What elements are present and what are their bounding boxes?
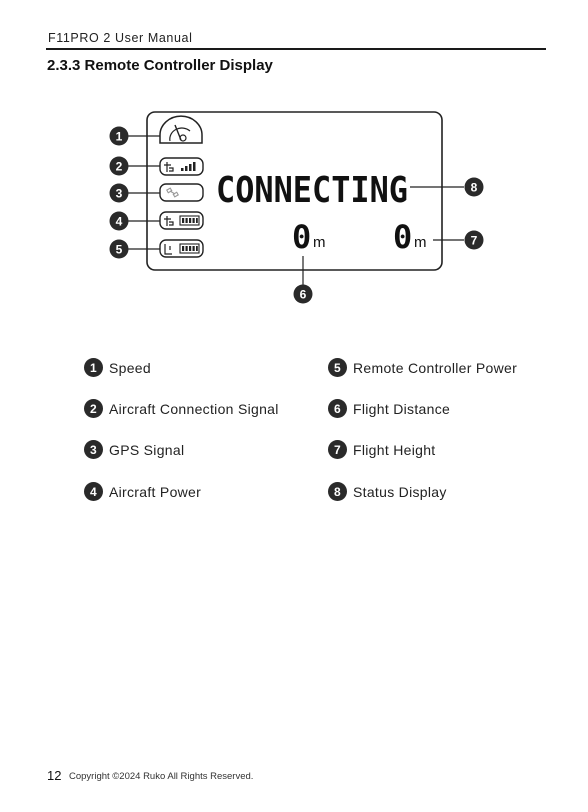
legend-number: 3 [84, 440, 103, 459]
legend-item-aircraft-power: 4 Aircraft Power [84, 482, 201, 501]
legend-label: Status Display [353, 484, 447, 500]
legend-number: 7 [328, 440, 347, 459]
svg-text:5: 5 [116, 243, 123, 257]
flight-distance-value: 0 [292, 218, 311, 256]
svg-text:2: 2 [116, 160, 123, 174]
legend-item-flight-distance: 6 Flight Distance [328, 399, 450, 418]
callout-1: 1 [110, 127, 129, 146]
callout-8: 8 [465, 178, 484, 197]
speedometer-icon [160, 116, 202, 143]
legend-item-aircraft-connection-signal: 2 Aircraft Connection Signal [84, 399, 279, 418]
legend-item-remote-controller-power: 5 Remote Controller Power [328, 358, 517, 377]
legend-item-speed: 1 Speed [84, 358, 151, 377]
legend-number: 6 [328, 399, 347, 418]
controller-battery-icon [160, 240, 203, 257]
copyright-notice: Copyright ©2024 Ruko All Rights Reserved… [69, 771, 253, 782]
legend-number: 8 [328, 482, 347, 501]
legend-item-flight-height: 7 Flight Height [328, 440, 436, 459]
legend-label: Aircraft Connection Signal [109, 401, 279, 417]
svg-text:1: 1 [116, 130, 123, 144]
remote-controller-display-diagram: CONNECTING 0 m 0 m 1 2 3 4 5 6 7 [0, 0, 588, 330]
flight-height-unit: m [414, 234, 427, 251]
legend-number: 1 [84, 358, 103, 377]
legend-item-gps-signal: 3 GPS Signal [84, 440, 184, 459]
legend-label: Aircraft Power [109, 484, 201, 500]
svg-text:4: 4 [116, 215, 123, 229]
gps-satellite-icon [160, 184, 203, 201]
callout-7: 7 [465, 231, 484, 250]
legend-label: Speed [109, 360, 151, 376]
svg-text:3: 3 [116, 187, 123, 201]
flight-distance-unit: m [313, 234, 326, 251]
legend-label: Remote Controller Power [353, 360, 517, 376]
legend-label: GPS Signal [109, 442, 184, 458]
status-display-text: CONNECTING [216, 170, 408, 211]
callout-6: 6 [294, 285, 313, 304]
page-number: 12 [47, 768, 61, 783]
legend-item-status-display: 8 Status Display [328, 482, 447, 501]
callout-5: 5 [110, 240, 129, 259]
legend-number: 4 [84, 482, 103, 501]
legend-number: 5 [328, 358, 347, 377]
svg-text:6: 6 [300, 288, 307, 302]
callout-3: 3 [110, 184, 129, 203]
aircraft-battery-icon [160, 212, 203, 229]
legend-label: Flight Height [353, 442, 436, 458]
legend-number: 2 [84, 399, 103, 418]
svg-text:7: 7 [471, 234, 478, 248]
legend-label: Flight Distance [353, 401, 450, 417]
callout-2: 2 [110, 157, 129, 176]
aircraft-signal-icon [160, 158, 203, 175]
callout-4: 4 [110, 212, 129, 231]
flight-height-value: 0 [393, 218, 412, 256]
svg-text:8: 8 [471, 181, 478, 195]
